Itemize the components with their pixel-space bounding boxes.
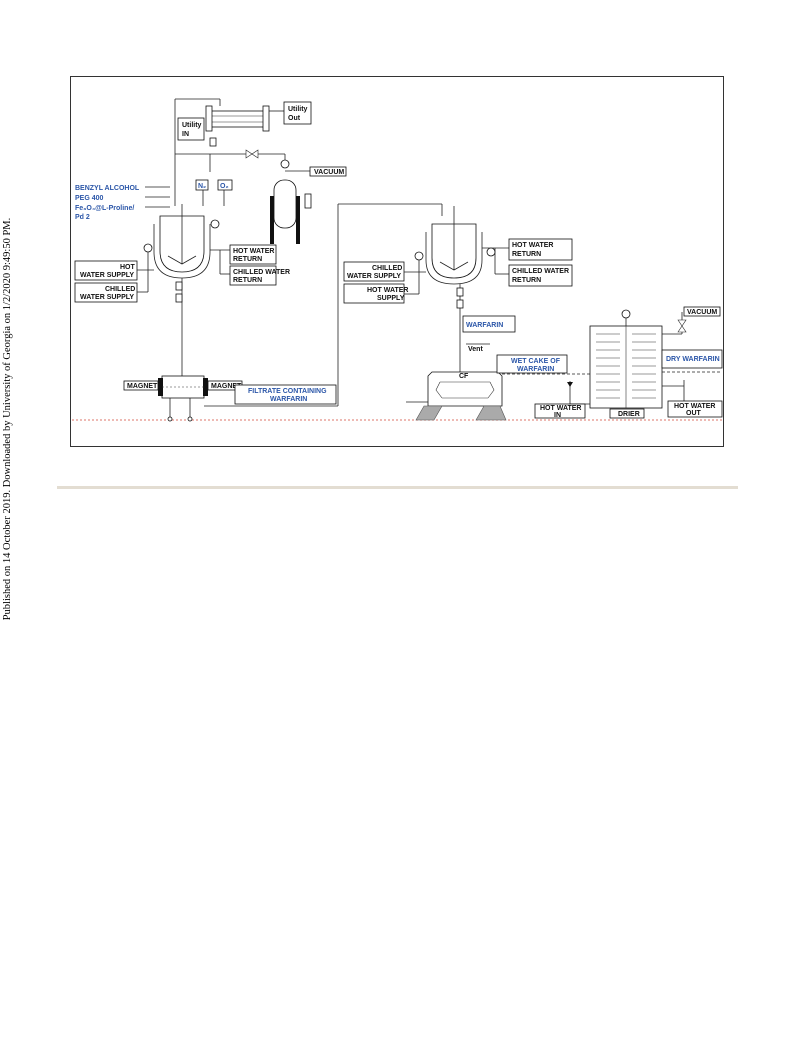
utility-in-box (177, 117, 205, 141)
receiver-vessel (270, 159, 312, 244)
o2-label: O₂ (220, 183, 229, 190)
r1-chilled-supply-2: WATER SUPPLY (80, 294, 134, 301)
r2-chilled-water-supply-box (343, 261, 405, 282)
process-flow-diagram: Utility IN Utility Out VACUUM BENZYL ALC… (70, 76, 724, 447)
feed-catalyst-1: Fe₃O₄@L-Proline/ (75, 205, 134, 212)
r1-chilled-water-supply-box (74, 282, 138, 303)
utility-out-label-1: Utility (288, 106, 308, 113)
cf-label: CF (459, 373, 469, 380)
centrifuge (406, 371, 507, 421)
r1-chilled-supply-1: CHILLED (105, 286, 135, 293)
hot-water-out-1: HOT WATER (674, 403, 715, 410)
feed-catalyst-2: Pd 2 (75, 214, 90, 221)
vacuum-top-label: VACUUM (314, 169, 344, 176)
r1-chilled-water-return-box (229, 265, 277, 286)
condenser (205, 105, 270, 132)
vent-label: Vent (468, 346, 483, 353)
hot-water-in-2: IN (554, 412, 561, 419)
r2-hot-supply-2: SUPPLY (377, 295, 405, 302)
r1-hot-water-return-box (229, 244, 277, 265)
filtrate-label-1: FILTRATE CONTAINING (248, 388, 327, 395)
wet-cake-box (496, 354, 568, 374)
magnet-right-label: MAGNET (211, 383, 242, 390)
r2-hot-return-1: HOT WATER (512, 242, 553, 249)
reactor-1 (143, 204, 220, 279)
o2-box (217, 179, 233, 191)
r1-hot-supply-1: HOT (120, 264, 136, 271)
feed-benzyl-alcohol: BENZYL ALCOHOL (75, 185, 140, 192)
r1-chilled-return-1: CHILLED WATER (233, 269, 290, 276)
vacuum-top-box (309, 166, 347, 177)
r2-chilled-water-return-box (508, 264, 573, 287)
n2-box (195, 179, 209, 191)
magnetic-separator (158, 375, 208, 422)
drier-box (609, 408, 645, 419)
r1-hot-return-1: HOT WATER (233, 248, 274, 255)
vacuum-right-label: VACUUM (687, 309, 717, 316)
wet-cake-label-2: WARFARIN (517, 366, 554, 373)
publication-note: Published on 14 October 2019. Downloaded… (2, 217, 13, 621)
vacuum-right-box (683, 306, 721, 317)
n2-label: N₂ (198, 183, 206, 190)
hot-water-in-1: HOT WATER (540, 405, 581, 412)
r2-hot-supply-1: HOT WATER (367, 287, 408, 294)
magnet-left-box (123, 380, 159, 391)
hot-water-out-box (667, 400, 723, 418)
r1-chilled-return-2: RETURN (233, 277, 262, 284)
r1-hot-return-2: RETURN (233, 256, 262, 263)
dry-warfarin-box (661, 349, 723, 369)
hot-water-in-box (534, 403, 586, 419)
drier (589, 309, 663, 409)
magnet-left-label: MAGNET (127, 383, 158, 390)
r2-hot-water-supply-box (343, 283, 405, 304)
section-divider (57, 486, 738, 489)
r1-hot-water-supply-box (74, 260, 138, 281)
filtrate-box (234, 384, 337, 405)
utility-in-label-2: IN (182, 131, 189, 138)
r1-hot-supply-2: WATER SUPPLY (80, 272, 134, 279)
filtrate-label-2: WARFARIN (270, 396, 307, 403)
utility-in-label-1: Utility (182, 122, 202, 129)
r2-chilled-return-2: RETURN (512, 277, 541, 284)
hot-water-out-2: OUT (686, 410, 702, 417)
r2-chilled-return-1: CHILLED WATER (512, 268, 569, 275)
wet-cake-label-1: WET CAKE OF (511, 358, 561, 365)
r2-chilled-supply-1: CHILLED (372, 265, 402, 272)
feed-peg: PEG 400 (75, 195, 104, 202)
warfarin-label: WARFARIN (466, 322, 503, 329)
dry-warfarin-label: DRY WARFARIN (666, 356, 720, 363)
r2-hot-water-return-box (508, 238, 573, 261)
valve-icon (245, 149, 259, 159)
utility-out-box (283, 101, 312, 125)
drier-label: DRIER (618, 411, 640, 418)
warfarin-box (462, 315, 516, 333)
reactor-2 (414, 206, 496, 285)
r2-chilled-supply-2: WATER SUPPLY (347, 273, 401, 280)
r2-hot-return-2: RETURN (512, 251, 541, 258)
utility-out-label-2: Out (288, 115, 301, 122)
